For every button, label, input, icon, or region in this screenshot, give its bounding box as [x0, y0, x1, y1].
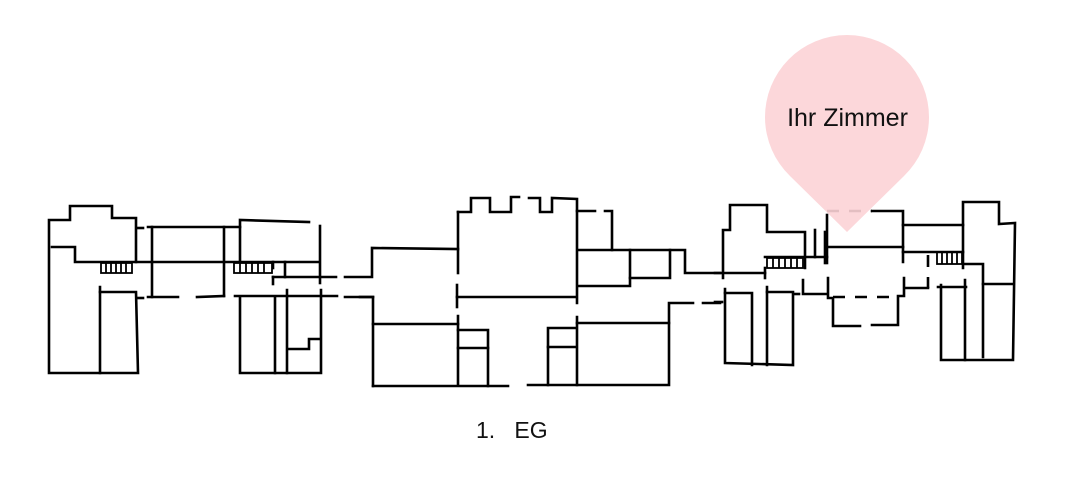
stairs-icon	[100, 262, 133, 274]
central-wing	[358, 195, 722, 388]
floor-number: 1.	[476, 417, 496, 443]
floor-label: 1. EG	[476, 417, 548, 444]
stairs-icon	[936, 251, 963, 265]
east-wing	[713, 200, 1017, 367]
stairs-icon	[766, 257, 804, 269]
stairs-icon	[233, 262, 273, 274]
west-wing	[47, 204, 460, 388]
room-marker-label: Ihr Zimmer	[787, 104, 908, 132]
location-pin-icon	[764, 35, 929, 233]
floor-name: EG	[514, 417, 548, 443]
